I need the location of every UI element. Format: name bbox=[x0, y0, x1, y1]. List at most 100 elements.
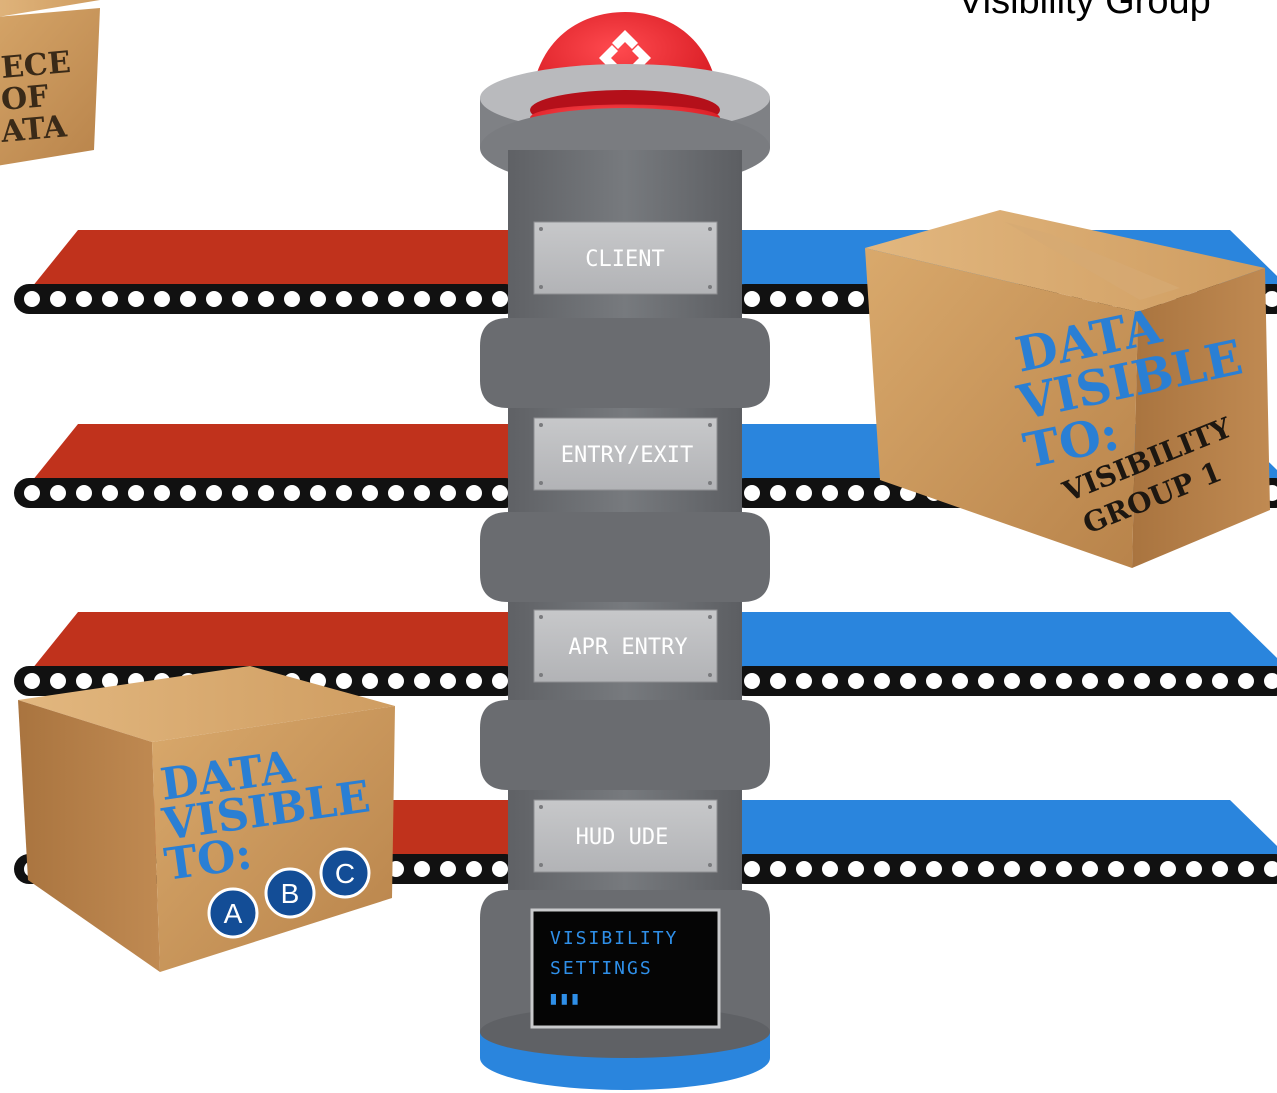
badge-c: C bbox=[319, 847, 371, 899]
roller bbox=[438, 859, 458, 879]
roller bbox=[1132, 859, 1152, 879]
roller bbox=[230, 289, 250, 309]
belt-1-left-surface bbox=[28, 230, 520, 292]
roller bbox=[178, 289, 198, 309]
roller bbox=[742, 289, 762, 309]
roller bbox=[950, 671, 970, 691]
roller bbox=[1002, 859, 1022, 879]
tower-collar-2 bbox=[480, 512, 770, 602]
roller bbox=[1080, 859, 1100, 879]
roller bbox=[794, 859, 814, 879]
roller bbox=[1158, 671, 1178, 691]
roller bbox=[1132, 671, 1152, 691]
roller bbox=[464, 289, 484, 309]
roller bbox=[360, 483, 380, 503]
roller bbox=[100, 289, 120, 309]
roller bbox=[1210, 671, 1230, 691]
roller bbox=[74, 671, 94, 691]
roller bbox=[308, 289, 328, 309]
roller bbox=[820, 671, 840, 691]
roller bbox=[1262, 859, 1277, 879]
roller bbox=[152, 289, 172, 309]
plate-entry-exit: ENTRY/EXIT bbox=[533, 417, 718, 491]
roller bbox=[178, 483, 198, 503]
roller bbox=[1106, 859, 1126, 879]
roller bbox=[768, 859, 788, 879]
roller bbox=[74, 289, 94, 309]
roller bbox=[1236, 671, 1256, 691]
plate-hud-ude: HUD UDE bbox=[533, 799, 718, 873]
roller bbox=[412, 671, 432, 691]
box-visibility-group: DATA VISIBLE TO: VISIBILITY GROUP 1 bbox=[865, 210, 1270, 568]
roller bbox=[924, 859, 944, 879]
plate-apr-entry: APR ENTRY bbox=[533, 609, 718, 683]
belt-2-left-surface bbox=[28, 424, 520, 486]
roller bbox=[334, 671, 354, 691]
roller bbox=[386, 671, 406, 691]
roller bbox=[898, 671, 918, 691]
roller bbox=[1080, 671, 1100, 691]
roller bbox=[742, 859, 762, 879]
roller bbox=[360, 289, 380, 309]
plate-client: CLIENT bbox=[533, 221, 718, 295]
badge-b-label: B bbox=[281, 878, 300, 909]
roller bbox=[438, 671, 458, 691]
roller bbox=[898, 859, 918, 879]
roller bbox=[794, 671, 814, 691]
roller bbox=[48, 483, 68, 503]
roller bbox=[152, 483, 172, 503]
roller bbox=[256, 289, 276, 309]
belt-4-right-surface bbox=[730, 800, 1277, 862]
roller bbox=[490, 671, 510, 691]
roller bbox=[230, 483, 250, 503]
roller bbox=[794, 289, 814, 309]
roller bbox=[1028, 859, 1048, 879]
badge-b: B bbox=[264, 867, 316, 919]
roller bbox=[846, 289, 866, 309]
roller bbox=[1054, 671, 1074, 691]
roller bbox=[22, 289, 42, 309]
roller bbox=[360, 671, 380, 691]
roller bbox=[48, 289, 68, 309]
tower: CLIENT ENTRY/EXIT APR ENTRY HUD UDE VISI… bbox=[480, 12, 770, 1090]
roller bbox=[126, 289, 146, 309]
roller bbox=[22, 671, 42, 691]
roller bbox=[768, 483, 788, 503]
roller bbox=[976, 671, 996, 691]
roller bbox=[438, 483, 458, 503]
roller bbox=[204, 289, 224, 309]
screen-line-1: VISIBILITY bbox=[550, 928, 678, 949]
visibility-settings-screen[interactable]: VISIBILITY SETTINGS ▮▮▮ bbox=[530, 908, 721, 1029]
roller bbox=[846, 859, 866, 879]
roller bbox=[820, 289, 840, 309]
roller bbox=[22, 483, 42, 503]
page-title: Visibility Group bbox=[958, 0, 1211, 22]
roller bbox=[1158, 859, 1178, 879]
roller bbox=[334, 483, 354, 503]
roller bbox=[464, 859, 484, 879]
belt-3-right-surface bbox=[730, 612, 1277, 674]
roller bbox=[490, 289, 510, 309]
roller bbox=[872, 671, 892, 691]
box-abc: DATA VISIBLE TO: A B C bbox=[18, 666, 395, 972]
roller bbox=[204, 483, 224, 503]
plate-entry-exit-label: ENTRY/EXIT bbox=[561, 443, 693, 468]
roller bbox=[924, 671, 944, 691]
plate-apr-entry-label: APR ENTRY bbox=[568, 635, 687, 660]
roller bbox=[438, 289, 458, 309]
abc-box-line-3: TO: bbox=[161, 828, 255, 891]
roller bbox=[412, 859, 432, 879]
roller bbox=[976, 859, 996, 879]
roller bbox=[412, 483, 432, 503]
roller bbox=[950, 859, 970, 879]
screen-indicator: ▮▮▮ bbox=[548, 988, 581, 1009]
roller bbox=[386, 289, 406, 309]
roller bbox=[412, 289, 432, 309]
roller bbox=[846, 483, 866, 503]
roller bbox=[846, 671, 866, 691]
roller bbox=[1028, 671, 1048, 691]
roller bbox=[820, 859, 840, 879]
badge-a: A bbox=[207, 887, 259, 939]
tower-collar-1 bbox=[480, 318, 770, 408]
roller bbox=[282, 483, 302, 503]
